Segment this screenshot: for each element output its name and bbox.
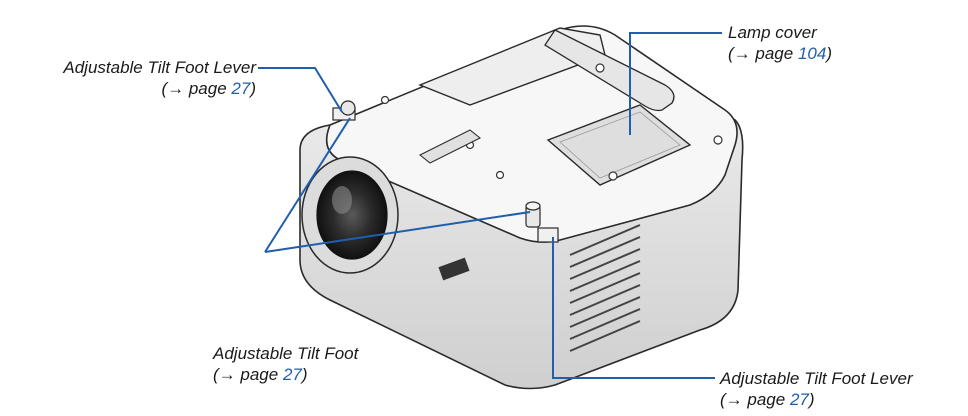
callout-page-ref: (→ page 104): [728, 44, 832, 63]
screw-5: [495, 170, 505, 180]
side-vents: [569, 224, 641, 352]
callout-tilt-foot: Adjustable Tilt Foot (→ page 27): [213, 343, 358, 385]
callout-page-ref: (→ page 27): [161, 79, 256, 98]
callout-title: Adjustable Tilt Foot Lever: [720, 369, 913, 388]
screw-4: [380, 95, 390, 105]
screw-1: [595, 63, 605, 73]
page-link[interactable]: 27: [282, 365, 302, 384]
lens-glass: [316, 170, 388, 260]
callout-title: Adjustable Tilt Foot Lever: [63, 58, 256, 77]
leader-tilt-foot-a: [264, 117, 351, 253]
callout-page-ref: (→ page 27): [213, 365, 308, 384]
callout-lamp-cover: Lamp cover (→ page 104): [728, 22, 832, 64]
leader-lamp-cover: [629, 32, 722, 135]
callout-tilt-lever-left: Adjustable Tilt Foot Lever (→ page 27): [0, 57, 256, 99]
screw-3: [713, 135, 723, 145]
leader-lines: [258, 32, 722, 379]
callout-title: Lamp cover: [728, 23, 817, 42]
leader-tilt-lever-left: [258, 67, 343, 113]
lamp-cover-panel: [546, 104, 692, 186]
top-slot: [418, 129, 482, 164]
callout-tilt-lever-right: Adjustable Tilt Foot Lever (→ page 27): [720, 368, 913, 410]
page-link[interactable]: 27: [789, 390, 809, 409]
leader-tilt-lever-right: [552, 237, 715, 379]
screw-2: [608, 171, 618, 181]
tilt-lever-right-part: [537, 227, 559, 243]
leader-tilt-foot-b: [264, 211, 531, 253]
callout-page-ref: (→ page 27): [720, 390, 815, 409]
carry-handle: [544, 29, 675, 112]
front-recess: [438, 257, 470, 281]
callout-title: Adjustable Tilt Foot: [213, 344, 359, 363]
tilt-foot-part: [525, 201, 541, 228]
page-link[interactable]: 27: [231, 79, 251, 98]
page-link[interactable]: 104: [797, 44, 827, 63]
tilt-lever-left-part: [332, 100, 356, 121]
